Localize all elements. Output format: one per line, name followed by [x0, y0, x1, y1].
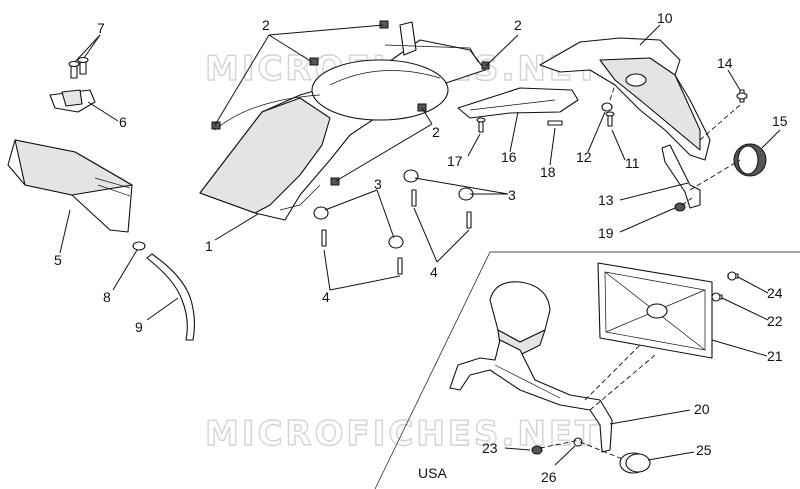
part-24-screw	[727, 271, 739, 281]
callout-26: 26	[541, 469, 557, 485]
callout-17: 17	[447, 153, 463, 169]
part-3-grommets	[313, 169, 474, 249]
callout-9: 9	[135, 319, 143, 335]
callout-13: 13	[598, 192, 614, 208]
callout-7: 7	[97, 20, 105, 36]
callout-6: 6	[119, 114, 127, 130]
callout-19: 19	[598, 225, 614, 241]
usa-region-label: USA	[418, 465, 447, 481]
callout-3-left: 3	[374, 176, 382, 192]
callout-1: 1	[205, 238, 213, 254]
part-22-screw	[711, 292, 723, 302]
callout-24: 24	[767, 285, 783, 301]
callout-10: 10	[657, 10, 673, 26]
part-1-rear-undertray	[199, 20, 490, 221]
callout-20: 20	[694, 401, 710, 417]
callout-18: 18	[540, 164, 556, 180]
part-18-screw	[547, 120, 563, 126]
part-15-reflector	[733, 143, 767, 177]
part-7-screws	[68, 56, 89, 79]
callout-8: 8	[103, 289, 111, 305]
part-25-reflector	[619, 452, 651, 474]
part-23-nut	[531, 445, 543, 455]
part-4-screws	[321, 189, 472, 275]
part-8-hose-clamp	[132, 241, 146, 251]
callout-4-right: 4	[430, 264, 438, 280]
part-21-license-plate-holder	[597, 262, 713, 359]
callout-5: 5	[54, 252, 62, 268]
callout-25: 25	[696, 442, 712, 458]
part-9-drain-hose	[146, 253, 196, 341]
part-20-plate-bracket	[449, 281, 613, 453]
callout-11: 11	[625, 155, 640, 171]
callout-23: 23	[482, 440, 498, 456]
leader-lines	[59, 24, 781, 466]
callout-12: 12	[576, 149, 592, 165]
callout-14: 14	[717, 55, 733, 71]
alignment-lines	[539, 84, 741, 461]
callout-22: 22	[767, 313, 783, 329]
part-5-rear-flap	[7, 139, 133, 233]
callout-16: 16	[501, 149, 517, 165]
callout-21: 21	[767, 348, 783, 364]
part-13-reflector-bracket	[661, 144, 701, 209]
callout-15: 15	[772, 113, 788, 129]
part-17-screw	[476, 117, 486, 133]
part-14-screw	[736, 89, 748, 103]
part-16-support-bracket	[457, 87, 579, 119]
callout-2-top-left: 2	[262, 17, 270, 33]
callout-2-middle: 2	[432, 124, 440, 140]
callout-3-right: 3	[508, 187, 516, 203]
part-12-nut	[601, 102, 613, 112]
usa-section-divider	[374, 251, 800, 489]
part-6-clip	[49, 89, 96, 113]
callout-4-left: 4	[322, 289, 330, 305]
part-11-screw	[605, 111, 615, 127]
callout-2-top-right: 2	[514, 17, 522, 33]
part-10-tail-bracket	[539, 37, 711, 161]
